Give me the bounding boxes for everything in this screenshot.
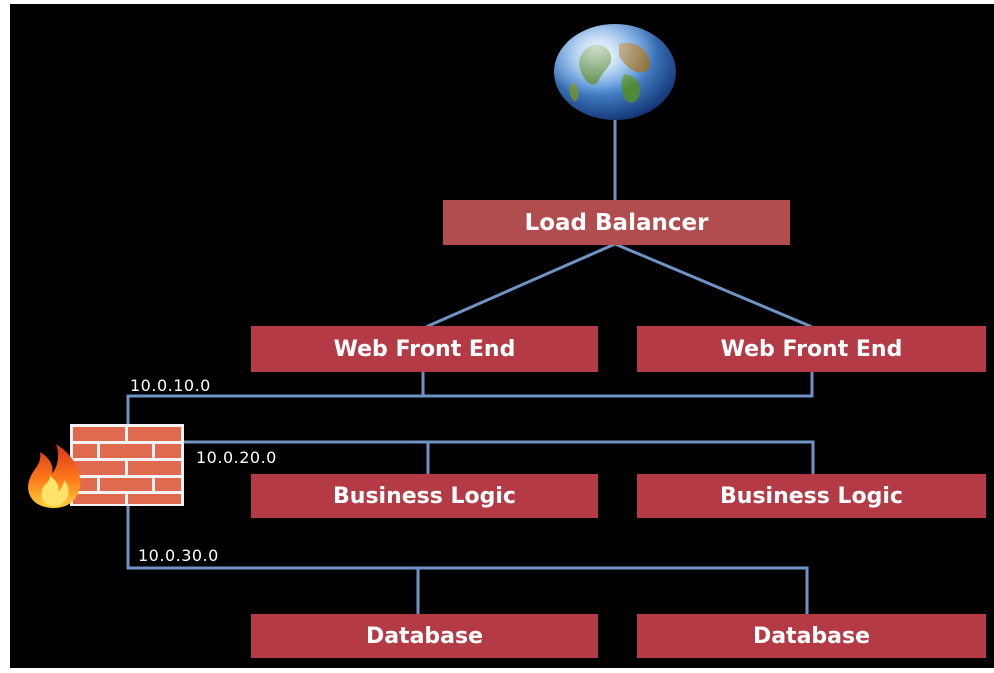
database-box-right: Database [637, 614, 986, 658]
globe-icon [554, 24, 676, 120]
load-balancer-box: Load Balancer [443, 200, 790, 245]
subnet-web-line [126, 394, 814, 426]
subnet-data-line [126, 500, 809, 616]
subnet-label-data: 10.0.30.0 [138, 546, 219, 565]
connection-lines [126, 114, 815, 616]
database-box-left: Database [251, 614, 598, 658]
business-logic-box-left: Business Logic [251, 474, 598, 518]
subnet-label-business: 10.0.20.0 [196, 448, 277, 467]
link-lb-to-web-left [426, 242, 617, 328]
subnet-business-line [182, 440, 815, 476]
web-front-end-box-left: Web Front End [251, 326, 598, 372]
business-logic-box-right: Business Logic [637, 474, 986, 518]
link-lb-to-web-right [613, 242, 812, 328]
firewall-icon [28, 424, 184, 508]
web-front-end-box-right: Web Front End [637, 326, 986, 372]
subnet-label-web: 10.0.10.0 [130, 376, 211, 395]
network-diagram: Load Balancer Web Front End Web Front En… [10, 4, 994, 668]
